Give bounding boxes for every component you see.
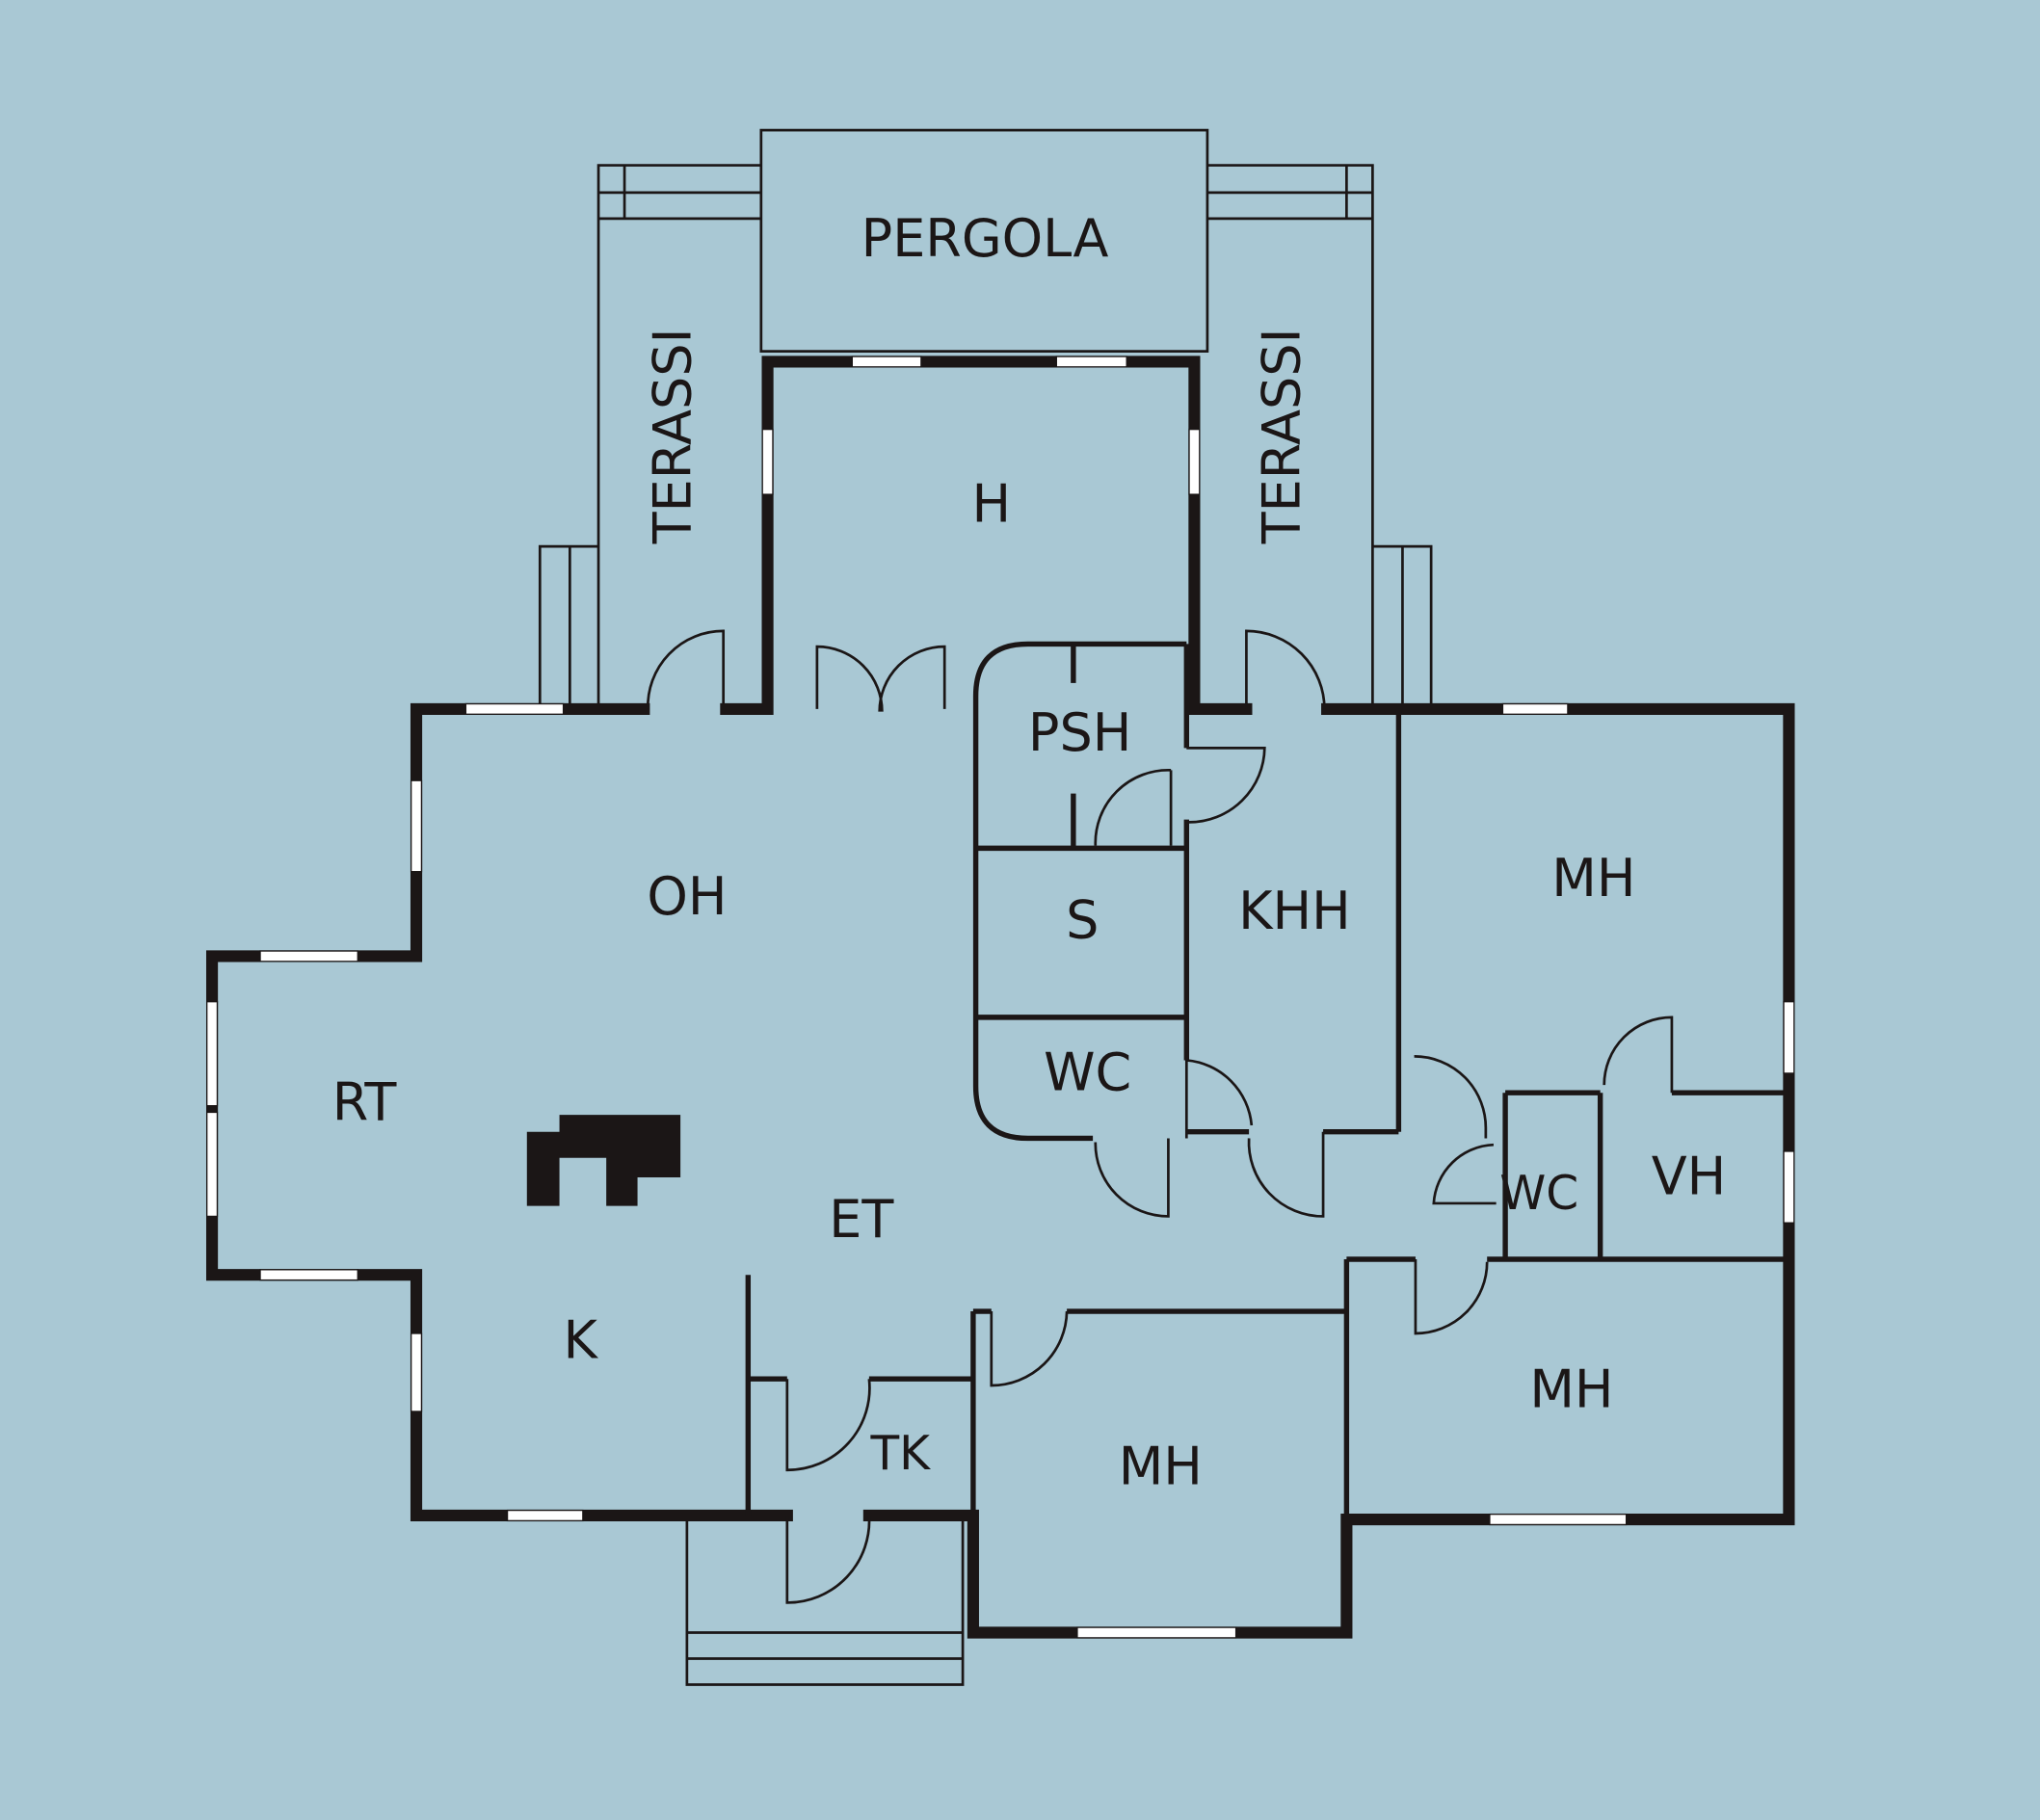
room-label-wardrobe: VH: [1652, 1146, 1727, 1206]
room-label-kitchen: K: [563, 1309, 598, 1370]
interior-walls: [745, 641, 1789, 1520]
entrance-steps: [685, 1515, 965, 1686]
terrace-left: [538, 164, 761, 709]
room-label-pergola: PERGOLA: [861, 208, 1109, 269]
room-label-wc1: WC: [1044, 1042, 1131, 1102]
room-label-psh: PSH: [1028, 702, 1131, 763]
room-label-utility: KHH: [1238, 881, 1351, 941]
room-label-terrace-right: TERASSI: [1252, 328, 1312, 544]
terrace-right: [1206, 164, 1433, 709]
room-label-entrance: ET: [829, 1189, 894, 1250]
pergola: [759, 128, 1209, 353]
room-label-terrace-left: TERASSI: [643, 328, 703, 544]
doors: [647, 629, 1674, 1604]
room-label-wc2: WC: [1499, 1167, 1578, 1221]
room-label-living: OH: [647, 866, 727, 927]
fireplace-icon: [526, 1115, 681, 1206]
windows: [205, 356, 1795, 1639]
room-label-storage: TK: [870, 1427, 932, 1481]
room-label-dining: RT: [332, 1071, 398, 1132]
room-label-bedroom-s: MH: [1119, 1436, 1203, 1496]
room-label-bedroom-se: MH: [1529, 1359, 1613, 1420]
room-label-hall: H: [971, 473, 1011, 534]
room-label-sauna: S: [1066, 889, 1099, 950]
room-label-bedroom-ne: MH: [1551, 848, 1635, 909]
